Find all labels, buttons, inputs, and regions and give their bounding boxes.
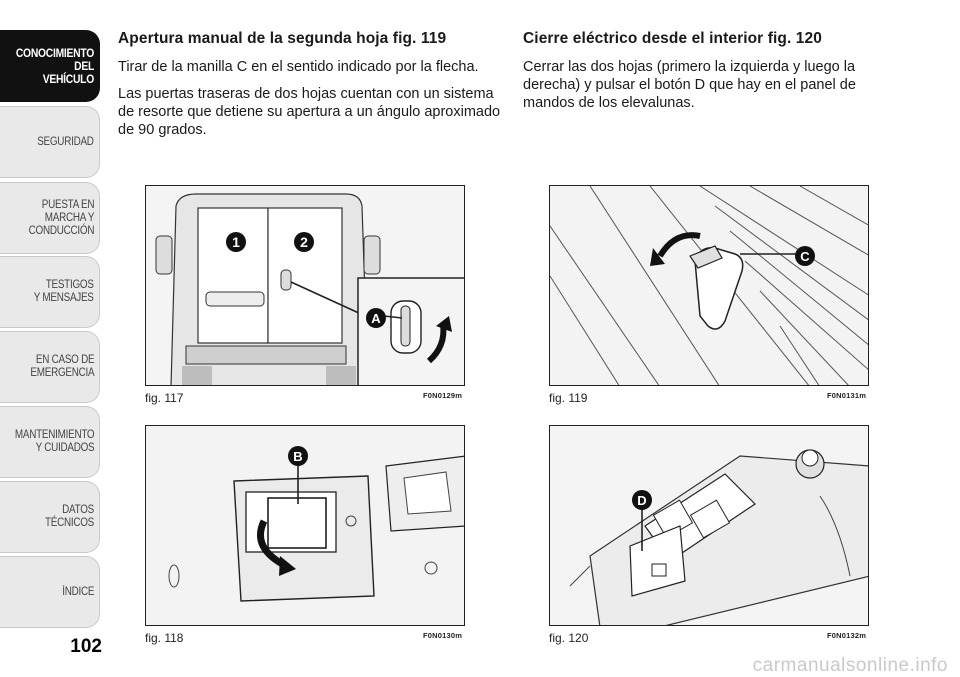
right-column: Cierre eléctrico desde el interior fig. … <box>523 30 893 121</box>
tab-label: MANTENIMIENTO Y CUIDADOS <box>14 429 95 454</box>
tab-label: CONOCIMIENTO DEL VEHÍCULO <box>15 45 95 86</box>
section-heading: Cierre eléctrico desde el interior fig. … <box>523 30 822 47</box>
figure-code: F0N0129m <box>423 391 463 400</box>
tab-datos-tecnicos[interactable]: DATOS TÉCNICOS <box>0 481 100 553</box>
tab-label: ÍNDICE <box>62 585 94 598</box>
figure-117: 1 2 A <box>145 185 465 386</box>
figure-caption: fig. 117 <box>145 391 184 405</box>
tab-seguridad[interactable]: SEGURIDAD <box>0 106 100 178</box>
callout-B: B <box>293 449 302 464</box>
callout-D: D <box>637 493 646 508</box>
figure-caption: fig. 120 <box>549 631 589 645</box>
window-control-panel-illustration: D <box>550 426 868 625</box>
tab-label: SEGURIDAD <box>37 135 95 148</box>
callout-marker-1 <box>226 232 246 252</box>
figure-120: D <box>549 425 869 626</box>
figure-119: C <box>549 185 869 386</box>
watermark-text: carmanualsonline.info <box>752 655 948 676</box>
van-rear-doors-illustration: 1 2 A <box>146 186 464 385</box>
door-handle-illustration: B <box>146 426 464 625</box>
tab-mantenimiento[interactable]: MANTENIMIENTO Y CUIDADOS <box>0 406 100 478</box>
figure-caption: fig. 118 <box>145 631 184 645</box>
callout-marker-2 <box>294 232 314 252</box>
manual-release-handle-illustration: C <box>550 186 868 385</box>
tab-en-caso-de-emergencia[interactable]: EN CASO DE EMERGENCIA <box>0 331 100 403</box>
paragraph: Cerrar las dos hojas (primero la izquier… <box>523 59 856 111</box>
callout-marker-C <box>795 246 815 266</box>
tab-label: DATOS TÉCNICOS <box>44 504 94 529</box>
figure-118: B <box>145 425 465 626</box>
tab-label: TESTIGOS Y MENSAJES <box>34 279 94 304</box>
tab-indice[interactable]: ÍNDICE <box>0 556 100 628</box>
callout-C: C <box>800 249 810 264</box>
figure-code: F0N0130m <box>423 631 463 640</box>
paragraph: Tirar de la manilla C en el sentido indi… <box>118 59 479 75</box>
figure-code: F0N0131m <box>827 391 867 400</box>
tab-puesta-en-marcha[interactable]: PUESTA EN MARCHA Y CONDUCCIÓN <box>0 182 100 254</box>
page-number: 102 <box>70 636 102 657</box>
section-heading: Apertura manual de la segunda hoja fig. … <box>118 30 447 47</box>
callout-1: 1 <box>232 234 240 250</box>
tab-label: EN CASO DE EMERGENCIA <box>30 354 94 379</box>
callout-marker-B <box>288 446 308 466</box>
callout-2: 2 <box>300 234 308 250</box>
figure-code: F0N0132m <box>827 631 867 640</box>
tab-testigos[interactable]: TESTIGOS Y MENSAJES <box>0 256 100 328</box>
callout-marker-A <box>366 308 386 328</box>
callout-marker-D <box>632 490 652 510</box>
figure-caption: fig. 119 <box>549 391 588 405</box>
paragraph: Las puertas traseras de dos hojas cuenta… <box>118 86 501 138</box>
tab-conocimiento-del-vehiculo[interactable]: CONOCIMIENTO DEL VEHÍCULO <box>0 30 100 102</box>
callout-A: A <box>371 311 381 326</box>
watermark-footer: carmanualsonline.info <box>0 655 960 677</box>
chapter-sidebar: CONOCIMIENTO DEL VEHÍCULO SEGURIDAD PUES… <box>0 0 104 640</box>
tab-label: PUESTA EN MARCHA Y CONDUCCIÓN <box>28 198 94 237</box>
left-column: Apertura manual de la segunda hoja fig. … <box>118 30 503 148</box>
